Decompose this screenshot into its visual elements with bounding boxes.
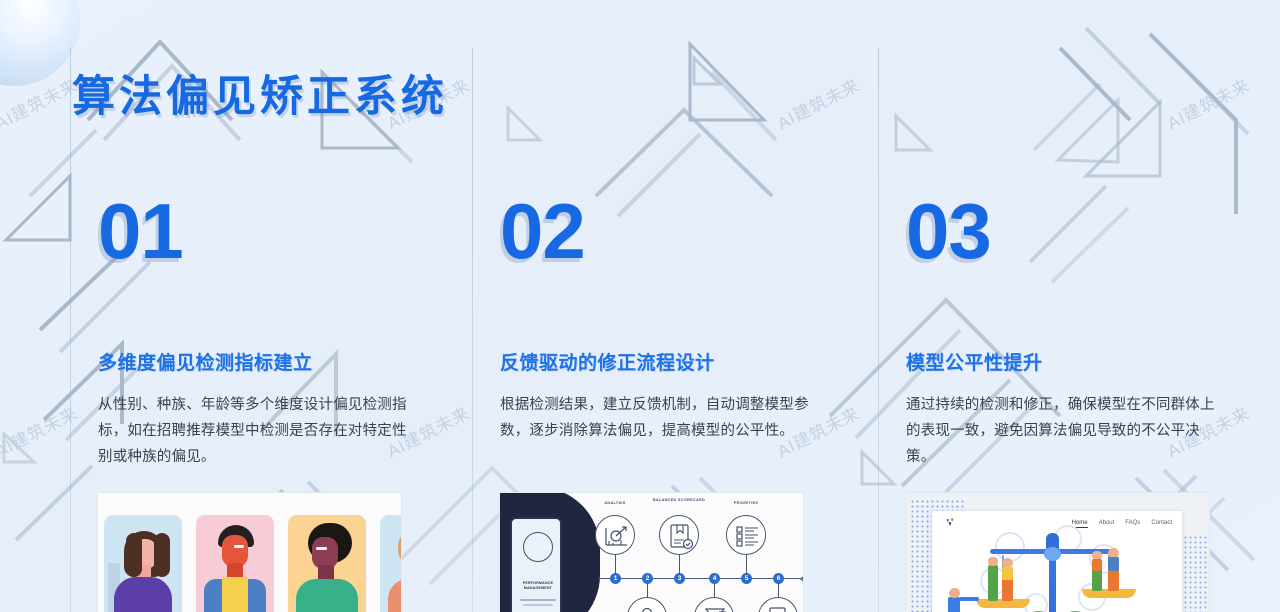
column-heading-02: 反馈驱动的修正流程设计 bbox=[500, 353, 715, 374]
funnel-icon bbox=[694, 597, 734, 612]
node-label-balanced-scorecard: BALANCED SCORECARD bbox=[652, 498, 706, 502]
timeline-rail bbox=[598, 578, 803, 580]
mock-nav: Home About FAQs Contact bbox=[1071, 520, 1172, 528]
person-figure bbox=[948, 597, 960, 612]
nav-item-contact[interactable]: Contact bbox=[1151, 520, 1172, 526]
column-number-03: 03 bbox=[906, 187, 992, 275]
performance-management-infographic: PERFORMANCE MANAGEMENT 1 2 3 4 5 6 bbox=[500, 493, 803, 612]
timeline-step-dot: 4 bbox=[709, 573, 720, 584]
nav-item-faqs[interactable]: FAQs bbox=[1125, 520, 1141, 526]
timeline-step-dot: 1 bbox=[610, 573, 621, 584]
timeline-step-dot: 2 bbox=[642, 573, 653, 584]
column-image-card-02[interactable]: PERFORMANCE MANAGEMENT 1 2 3 4 5 6 bbox=[499, 492, 804, 612]
gauge-icon bbox=[523, 532, 553, 562]
timeline-step-dot: 6 bbox=[773, 573, 784, 584]
avatar-illustration bbox=[288, 515, 366, 612]
avatar-illustration bbox=[380, 515, 401, 612]
scale-pivot bbox=[1044, 547, 1061, 561]
people-search-icon bbox=[627, 597, 667, 612]
column-02: 02 反馈驱动的修正流程设计 根据检测结果，建立反馈机制，自动调整模型参数，逐步… bbox=[472, 0, 872, 612]
node-label-analysis: ANALYSIS bbox=[604, 501, 626, 505]
scale-pan-left bbox=[976, 599, 1030, 608]
node-label-priorities: PRIORITIES bbox=[733, 501, 759, 505]
column-03: 03 模型公平性提升 通过持续的检测和修正，确保模型在不同群体上的表现一致，避免… bbox=[878, 0, 1278, 612]
page-title: 算法偏见矫正系统 bbox=[72, 73, 448, 121]
scale-stand bbox=[1049, 539, 1056, 612]
column-body-01: 从性别、种族、年龄等多个维度设计偏见检测指标，如在招聘推荐模型中检测是否存在对特… bbox=[98, 397, 407, 465]
avatar-illustration bbox=[196, 515, 274, 612]
person-figure bbox=[1108, 557, 1119, 591]
timeline-end-arrow-icon bbox=[800, 576, 803, 582]
column-number-02: 02 bbox=[500, 187, 586, 275]
phone-title-label: PERFORMANCE MANAGEMENT bbox=[522, 581, 554, 590]
brand-logo-icon bbox=[946, 518, 954, 526]
person-figure bbox=[988, 565, 998, 601]
column-divider-2 bbox=[472, 48, 473, 612]
column-body-03: 通过持续的检测和修正，确保模型在不同群体上的表现一致，避免因算法偏见导致的不公平… bbox=[906, 397, 1215, 465]
scale-pan-right bbox=[1082, 589, 1136, 598]
person-figure bbox=[1002, 567, 1013, 601]
column-heading-03: 模型公平性提升 bbox=[906, 353, 1043, 374]
nav-item-home[interactable]: Home bbox=[1071, 520, 1088, 528]
column-number-01: 01 bbox=[98, 187, 184, 275]
avatar-illustration bbox=[104, 515, 182, 612]
balanced-scorecard-icon bbox=[659, 515, 699, 555]
column-body-02: 根据检测结果，建立反馈机制，自动调整模型参数，逐步消除算法偏见，提高模型的公平性… bbox=[500, 397, 809, 439]
browser-page-mock: Home About FAQs Contact bbox=[932, 511, 1182, 612]
timeline-step-dot: 3 bbox=[674, 573, 685, 584]
report-document-icon bbox=[758, 597, 798, 612]
priorities-icon bbox=[726, 515, 766, 555]
column-01: 01 多维度偏见检测指标建立 从性别、种族、年龄等多个维度设计偏见检测指标，如在… bbox=[70, 0, 470, 612]
person-figure bbox=[1092, 559, 1102, 591]
timeline-step-dot: 5 bbox=[741, 573, 752, 584]
nav-item-about[interactable]: About bbox=[1098, 520, 1115, 526]
diversity-avatars-illustration bbox=[98, 493, 401, 612]
column-divider-3 bbox=[878, 48, 879, 612]
column-heading-01: 多维度偏见检测指标建立 bbox=[98, 353, 313, 374]
column-divider-1 bbox=[70, 48, 71, 612]
column-image-card-01[interactable] bbox=[97, 492, 402, 612]
analysis-icon bbox=[595, 515, 635, 555]
phone-mockup: PERFORMANCE MANAGEMENT bbox=[510, 517, 562, 612]
fairness-website-illustration: Home About FAQs Contact bbox=[906, 493, 1209, 612]
column-image-card-03[interactable]: Home About FAQs Contact bbox=[905, 492, 1210, 612]
